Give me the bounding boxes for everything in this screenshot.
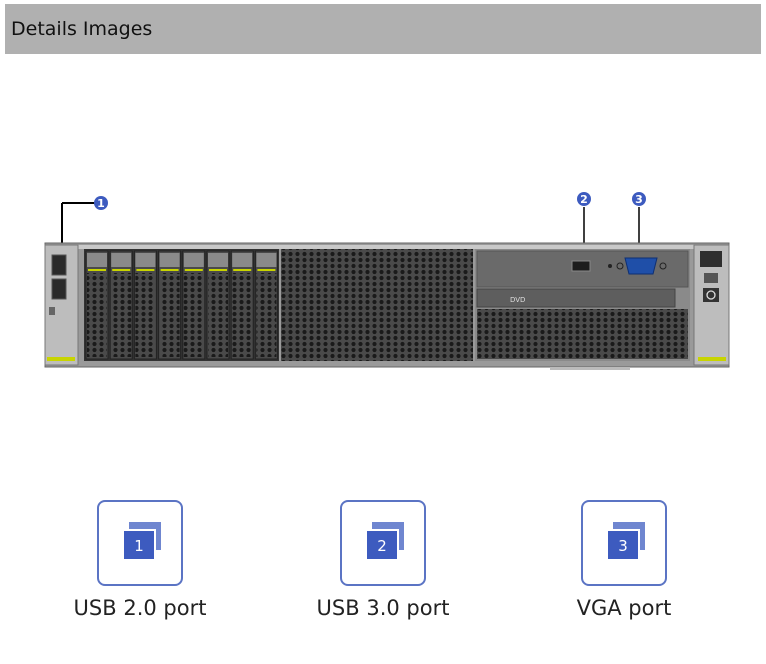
feature-item-usb-3: 2 USB 3.0 port <box>283 500 483 620</box>
drive-bay <box>109 250 133 360</box>
vga-port <box>624 257 658 275</box>
svg-text:1: 1 <box>97 197 105 210</box>
feature-item-vga: 3 VGA port <box>524 500 724 620</box>
svg-text:3: 3 <box>618 537 628 555</box>
section-header: Details Images <box>5 4 761 54</box>
drive-bay <box>230 250 254 360</box>
usb-3-port-icon: 2 <box>340 500 426 586</box>
right-indicator-strip <box>698 357 726 361</box>
feature-label-vga: VGA port <box>576 596 672 620</box>
server-front-panel-illustration: 1 2 3 DV <box>0 185 766 385</box>
dvd-drive <box>476 288 676 308</box>
drive-bay <box>182 250 206 360</box>
callout-3: 3 <box>632 192 646 206</box>
usb-2-port-upper <box>51 254 67 276</box>
usb-2-port-icon: 1 <box>97 500 183 586</box>
feature-list: 1 USB 2.0 port 2 USB 3.0 port 3 VGA port <box>0 500 766 640</box>
feature-label-usb-2: USB 2.0 port <box>73 596 207 620</box>
svg-text:DVD: DVD <box>510 296 525 304</box>
vga-port-icon: 3 <box>581 500 667 586</box>
svg-text:3: 3 <box>635 193 643 206</box>
drive-bay <box>254 250 278 360</box>
drive-bay <box>85 250 109 360</box>
usb-3-port <box>571 260 591 272</box>
svg-text:1: 1 <box>134 537 144 555</box>
left-indicator-strip <box>47 357 75 361</box>
svg-text:2: 2 <box>580 193 588 206</box>
callout-1: 1 <box>94 196 108 210</box>
drive-bay <box>158 250 182 360</box>
callout-2: 2 <box>577 192 591 206</box>
drive-bay <box>206 250 230 360</box>
usb-2-port-lower <box>51 278 67 300</box>
svg-text:2: 2 <box>377 537 387 555</box>
section-title: Details Images <box>11 18 153 40</box>
feature-item-usb-2: 1 USB 2.0 port <box>40 500 240 620</box>
feature-label-usb-3: USB 3.0 port <box>316 596 450 620</box>
drive-bay <box>133 250 157 360</box>
